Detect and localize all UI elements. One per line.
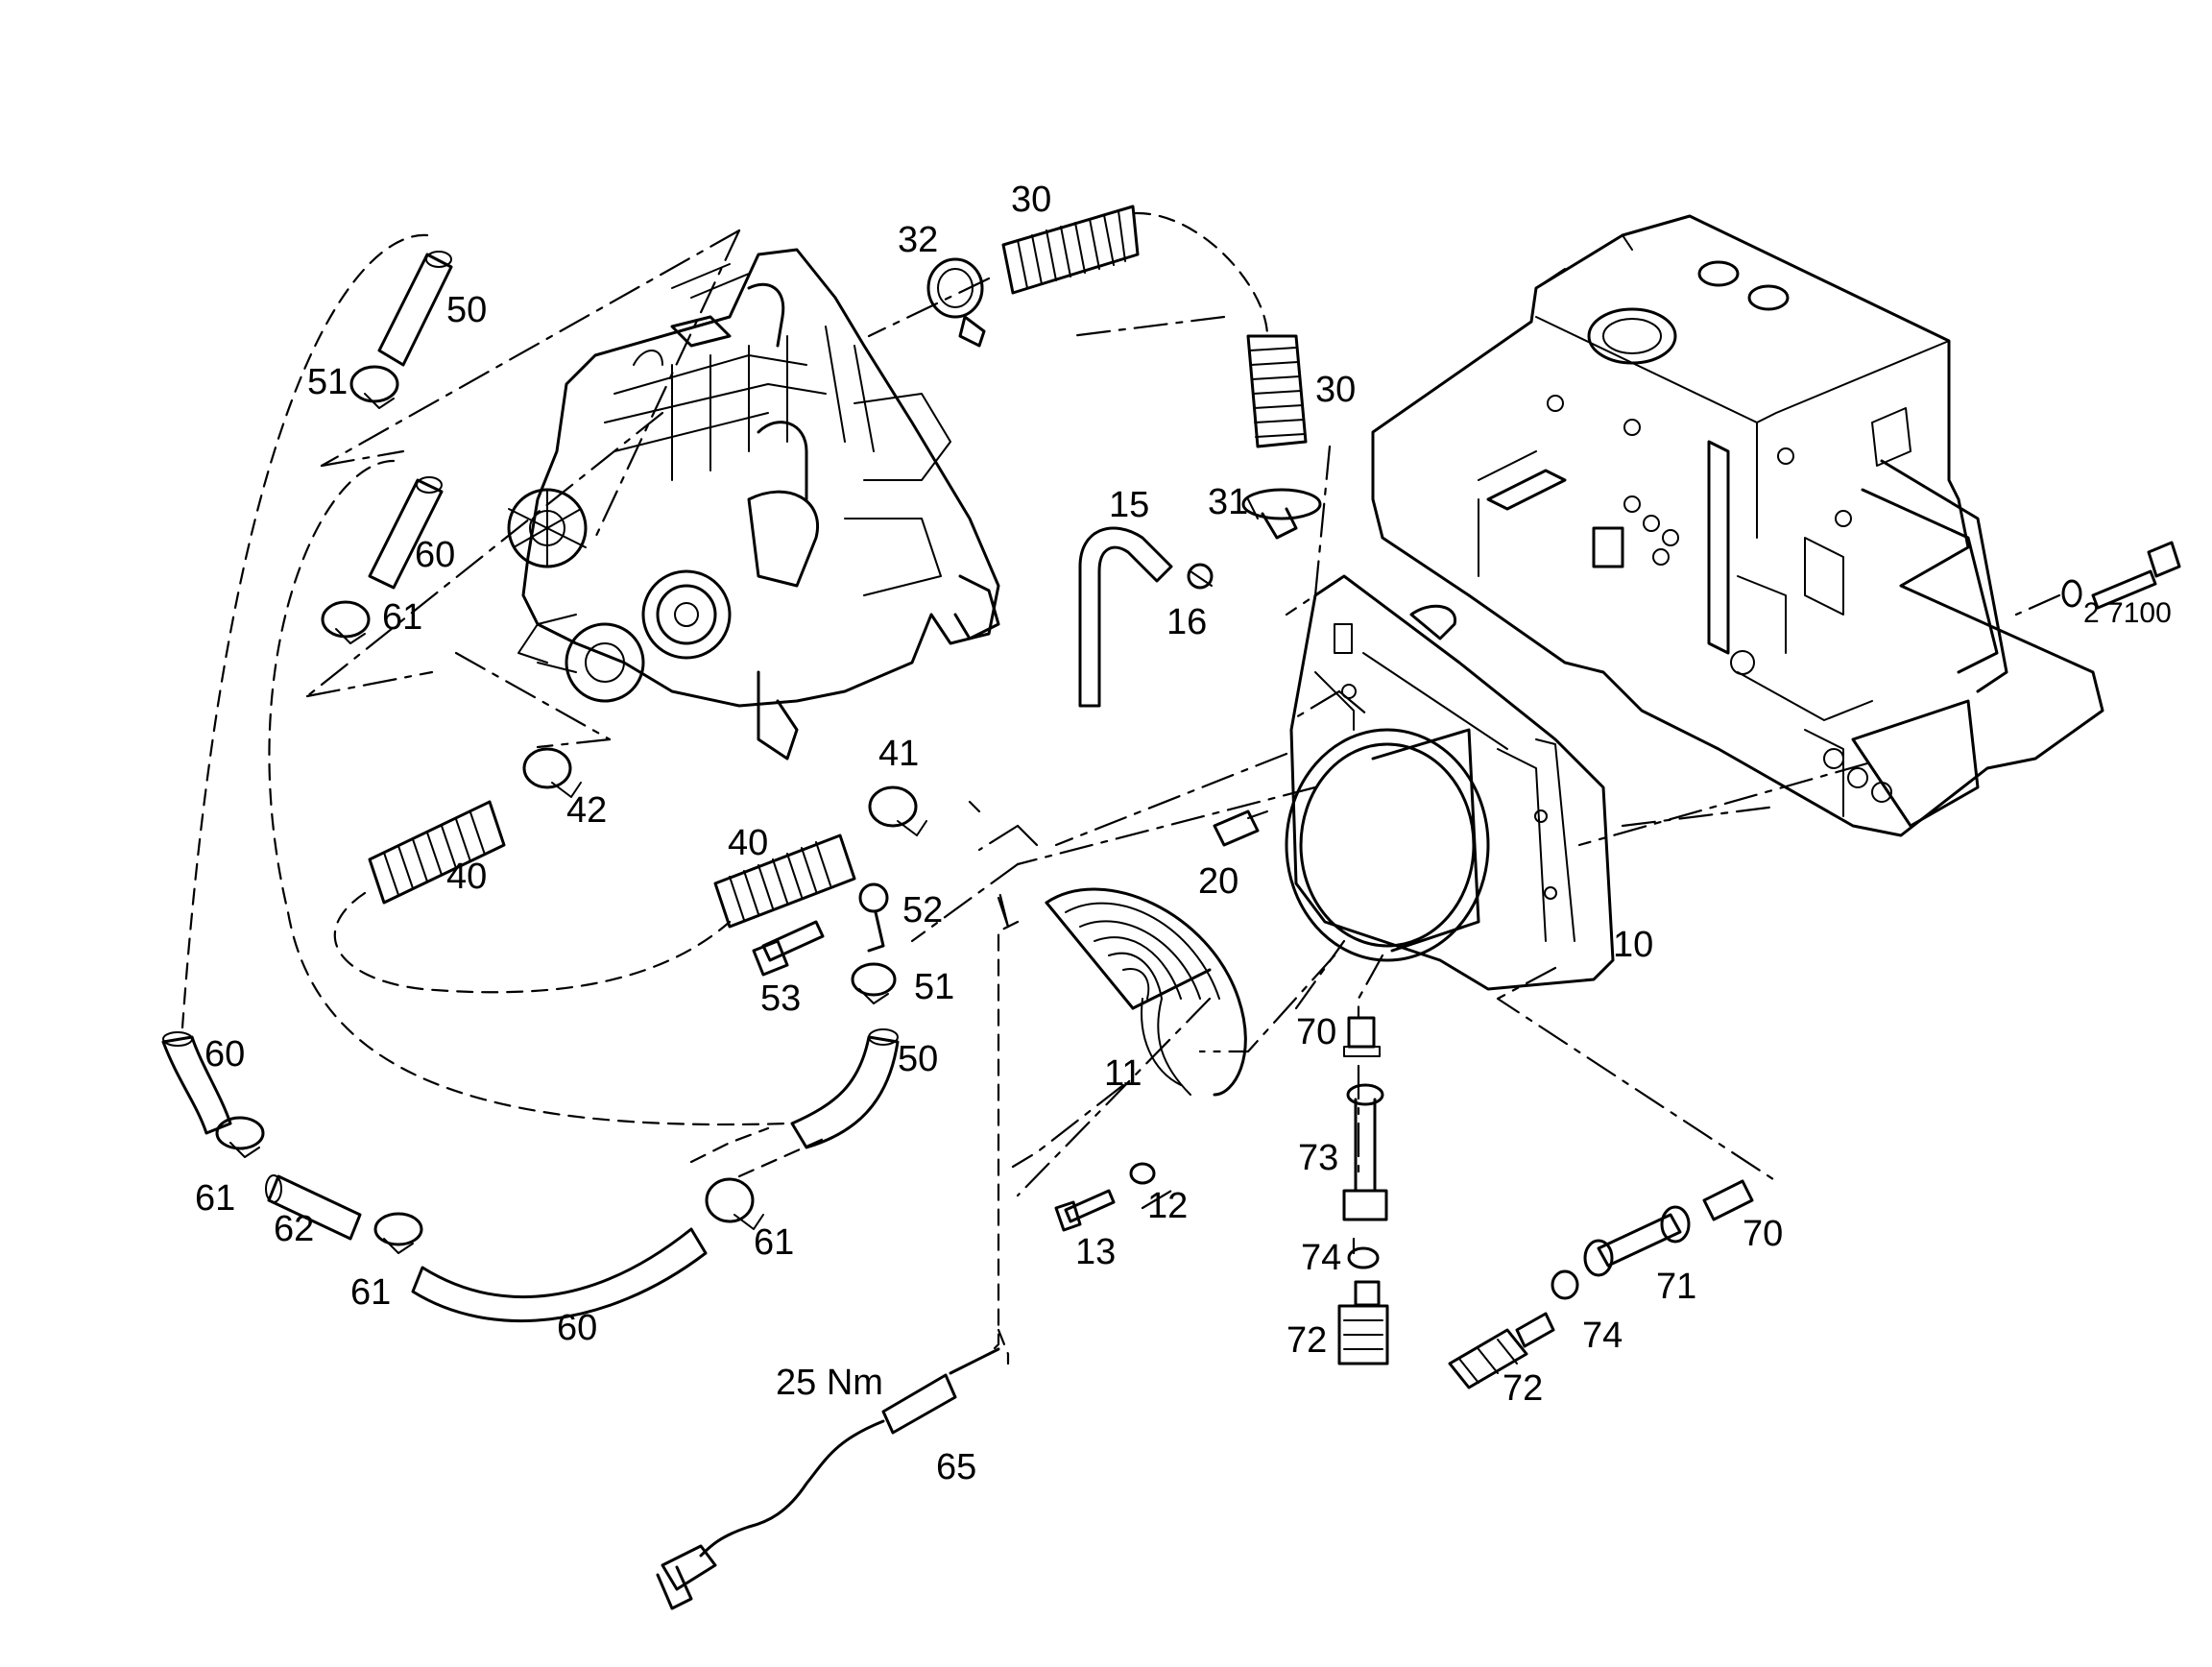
callout-31: 31: [1208, 482, 1248, 522]
callout-60a: 60: [415, 535, 455, 575]
callout-70a: 70: [1296, 1012, 1336, 1052]
fitting-70a: [1343, 1016, 1381, 1057]
callout-61d: 61: [350, 1272, 391, 1313]
fan-guard: [1045, 887, 1247, 1097]
callout-20: 20: [1198, 861, 1238, 902]
hose-62: [265, 1174, 362, 1241]
callout-72a: 72: [1286, 1320, 1327, 1361]
clamp-61b: [215, 1116, 265, 1158]
callout-50b: 50: [898, 1039, 938, 1079]
washer-74a: [1347, 1246, 1380, 1269]
banjo-fitting-52: [858, 882, 889, 953]
callout-30a: 30: [1011, 180, 1051, 220]
clamp-41: [868, 785, 927, 836]
callout-62: 62: [274, 1209, 314, 1249]
callout-50a: 50: [446, 290, 487, 330]
corrugated-hose-30b: [1246, 334, 1308, 448]
bolt-27100: [2061, 541, 2181, 610]
clamp-51a: [349, 365, 399, 409]
hose-15: [1078, 526, 1173, 708]
clamp-51b: [851, 962, 897, 1004]
callout-13: 13: [1075, 1232, 1116, 1272]
callout-52: 52: [902, 890, 943, 930]
corrugated-hose-30a: [1001, 205, 1140, 295]
clamp-61a: [321, 600, 371, 644]
callout-41: 41: [878, 734, 919, 774]
radiator: [1285, 574, 1615, 991]
callout-27100: 2 7100: [2083, 597, 2172, 629]
callout-15: 15: [1109, 485, 1149, 525]
callout-61c: 61: [754, 1222, 794, 1263]
engine-block: [507, 248, 1000, 761]
sensor-65: [656, 1347, 1000, 1610]
callout-71: 71: [1656, 1267, 1696, 1307]
clamp-42: [522, 747, 582, 798]
assembly-lines: [305, 229, 2061, 1255]
tank-frame: [1371, 214, 2104, 837]
callout-72b: 72: [1503, 1368, 1543, 1409]
callout-74a: 74: [1301, 1238, 1341, 1278]
corrugated-hose-40a: [368, 800, 506, 905]
callout-labels: 30 32 50 51 60 61 30 31 15 16 2 7100 41 …: [195, 180, 2172, 1487]
callout-61b: 61: [195, 1178, 235, 1219]
callout-65: 65: [936, 1447, 976, 1487]
callout-42: 42: [566, 790, 607, 831]
callout-10: 10: [1613, 925, 1653, 965]
bolt-13: [1054, 1189, 1116, 1232]
hose-50b: [790, 1028, 900, 1149]
callout-51b: 51: [914, 967, 954, 1007]
callout-16: 16: [1166, 602, 1207, 642]
switch-72a: [1337, 1280, 1389, 1365]
callout-40a: 40: [728, 823, 768, 863]
corrugated-hose-40b: [713, 834, 856, 929]
callout-70b: 70: [1743, 1214, 1783, 1254]
washer-74b: [1551, 1269, 1579, 1300]
callout-74b: 74: [1582, 1316, 1623, 1356]
callout-60c: 60: [557, 1308, 597, 1348]
callout-51a: 51: [307, 362, 348, 402]
callout-40b: 40: [446, 857, 487, 897]
callout-11: 11: [1104, 1053, 1142, 1094]
sensor-20: [1213, 809, 1268, 847]
clamp-16: [1187, 563, 1214, 590]
clamp-32: [926, 257, 986, 348]
callout-30b: 30: [1315, 370, 1356, 410]
pipe-73: [1342, 1083, 1388, 1221]
hose-60c: [411, 1227, 708, 1322]
hose-routing-lines: [180, 211, 1269, 1365]
clamp-31: [1241, 488, 1322, 540]
fitting-70b: [1702, 1179, 1754, 1221]
clamp-61c: [373, 1212, 423, 1254]
callout-12: 12: [1147, 1186, 1188, 1226]
callout-61a: 61: [382, 597, 422, 638]
washer-12: [1129, 1162, 1156, 1185]
switch-72b: [1448, 1312, 1555, 1389]
callout-32: 32: [898, 220, 938, 260]
bolt-53: [752, 920, 825, 977]
callout-60b: 60: [204, 1034, 245, 1075]
callout-25nm: 25 Nm: [776, 1363, 883, 1403]
hose-60a: [368, 476, 444, 590]
hose-50a: [377, 251, 453, 367]
pipe-71: [1583, 1205, 1691, 1277]
clamp-61d: [705, 1177, 764, 1230]
callout-73: 73: [1298, 1138, 1338, 1178]
callout-53: 53: [760, 978, 801, 1019]
